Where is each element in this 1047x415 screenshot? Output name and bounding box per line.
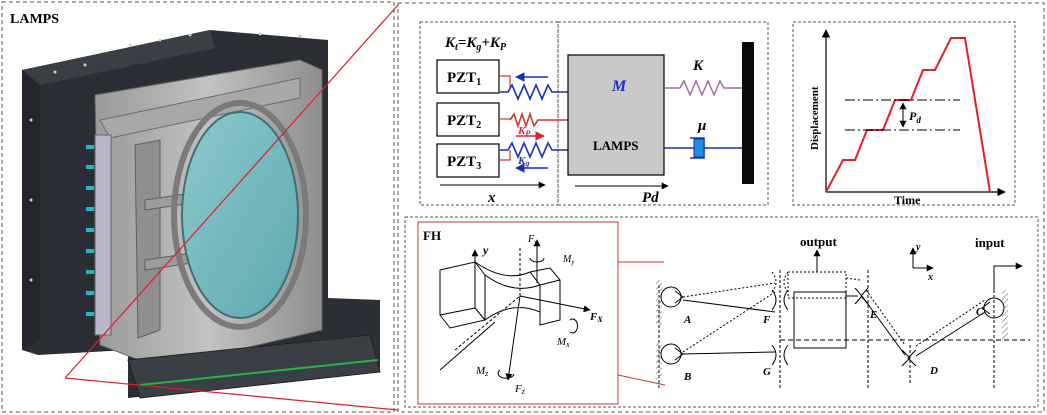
pzt-1: PZT1 <box>436 59 500 94</box>
mass-label: M <box>611 78 627 95</box>
mass-block <box>567 54 665 176</box>
flexure-hinge-drawing <box>439 239 591 381</box>
damper <box>664 137 742 159</box>
kp-label: KP <box>517 125 530 138</box>
output-label: output <box>800 234 838 249</box>
left-panel: LAMPS <box>1 1 395 413</box>
pzt-box <box>419 21 559 206</box>
stiffness-equation: Kt=Kg+KP <box>444 35 507 53</box>
hinge-a-label: A <box>683 314 691 326</box>
right-panel-frame <box>397 2 1045 413</box>
graph-box <box>792 21 1016 206</box>
x-label: x <box>487 190 496 206</box>
displacement-graph: Displacement Time Pd <box>792 21 1016 207</box>
pzt-connectors <box>499 75 511 161</box>
body-label: LAMPS <box>593 138 639 153</box>
hinge-f-label: F <box>762 314 771 326</box>
damper-label: μ <box>697 118 706 134</box>
graph-step-label: Pd <box>909 109 921 125</box>
mass-box <box>557 21 769 206</box>
hinge-d-label: D <box>929 365 938 377</box>
fh-title: FH <box>423 228 441 243</box>
svg-text:PZT1: PZT1 <box>447 70 481 88</box>
k-label: K <box>692 58 704 74</box>
lamps-3d-render <box>22 30 381 399</box>
left-panel-title: LAMPS <box>10 12 59 27</box>
pd-label: Pd <box>642 190 659 206</box>
kp-spring <box>509 111 568 129</box>
hinge-b-label: B <box>683 371 691 383</box>
hinge-c-label: C <box>976 306 984 318</box>
mirror <box>181 111 299 319</box>
pzt-2: PZT2 <box>436 102 500 137</box>
eq-kt: K <box>444 35 456 51</box>
graph-staircase-line <box>825 37 991 193</box>
kg-label: Kg <box>517 155 529 168</box>
ground-wall <box>742 42 754 184</box>
model-panel: Kt=Kg+KP PZT1 PZT2 PZT3 <box>419 21 769 206</box>
actuator-tips <box>86 145 94 316</box>
compliant-mechanism <box>656 247 1030 390</box>
inset-fz-label: Fz <box>514 383 526 396</box>
inset-fy-label: Fy <box>527 234 538 246</box>
mech-axis-x: x <box>927 272 933 283</box>
inset-mz-label: Mz <box>475 365 489 378</box>
hinge-g-label: G <box>763 366 771 378</box>
svg-text:PZT2: PZT2 <box>447 113 481 131</box>
actuator-strip <box>94 134 112 336</box>
zoom-pointer <box>64 4 399 411</box>
mech-axis-y: y <box>915 242 921 253</box>
inset-fx-label: FX <box>589 311 603 324</box>
inset-mx-label: Mx <box>556 336 570 349</box>
mechanism-box <box>404 216 1039 408</box>
mechanism-panel: FH y Fy M <box>404 216 1039 408</box>
graph-xlabel: Time <box>894 193 921 207</box>
pzt-3: PZT3 <box>436 143 500 178</box>
input-label: input <box>975 235 1005 250</box>
hinge-e-label: E <box>869 309 877 321</box>
graph-ylabel: Displacement <box>809 86 821 150</box>
svg-text:PZT3: PZT3 <box>447 154 481 172</box>
inset-y-label: y <box>481 243 489 257</box>
k-spring <box>664 79 742 97</box>
kg-springs <box>500 82 568 160</box>
